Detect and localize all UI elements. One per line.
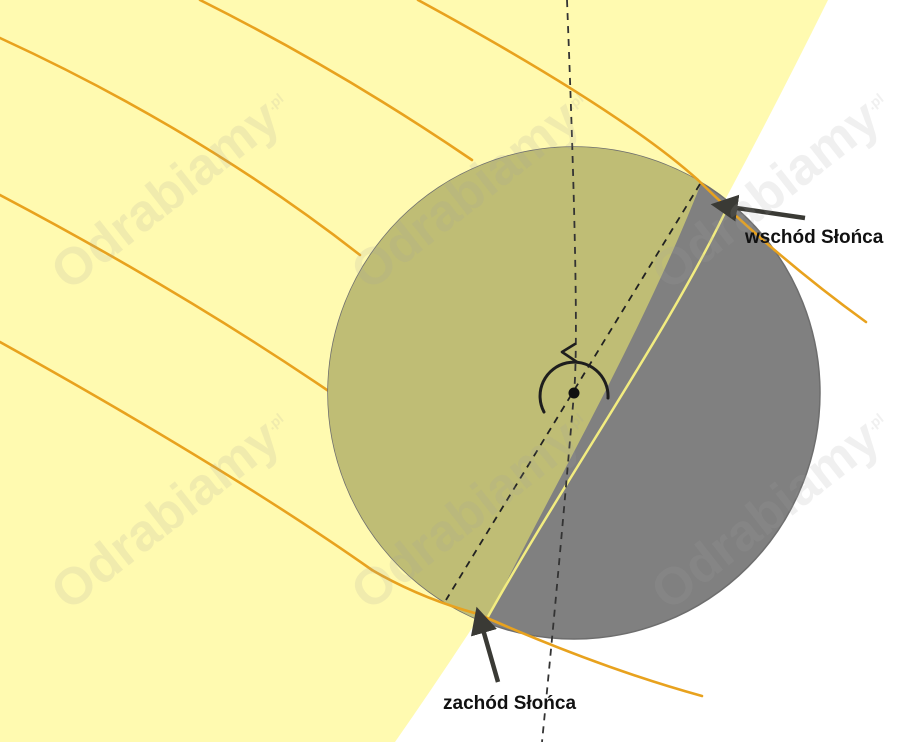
earth-center-dot: [568, 387, 580, 399]
sunset-arrow: [470, 606, 501, 683]
tangent-rays: [370, 0, 868, 698]
sun-rays: [0, 0, 474, 572]
sun-ray: [0, 36, 362, 257]
illumination-circle-line: [445, 183, 701, 601]
terminator-line: [483, 199, 733, 623]
sun-ray: [0, 340, 374, 572]
earth-day-side: [328, 147, 731, 625]
sunrise-arrow: [710, 194, 806, 222]
sun-ray-sunset-tangent: [370, 568, 704, 698]
sun-ray-sunrise-tangent: [416, 0, 868, 324]
sun-ray: [0, 193, 332, 394]
sun-ray: [198, 0, 474, 162]
rotation-arrow-icon: [538, 342, 610, 414]
sunrise-label: wschód Słońca: [744, 227, 884, 248]
sunset-label: zachód Słońca: [443, 693, 576, 714]
